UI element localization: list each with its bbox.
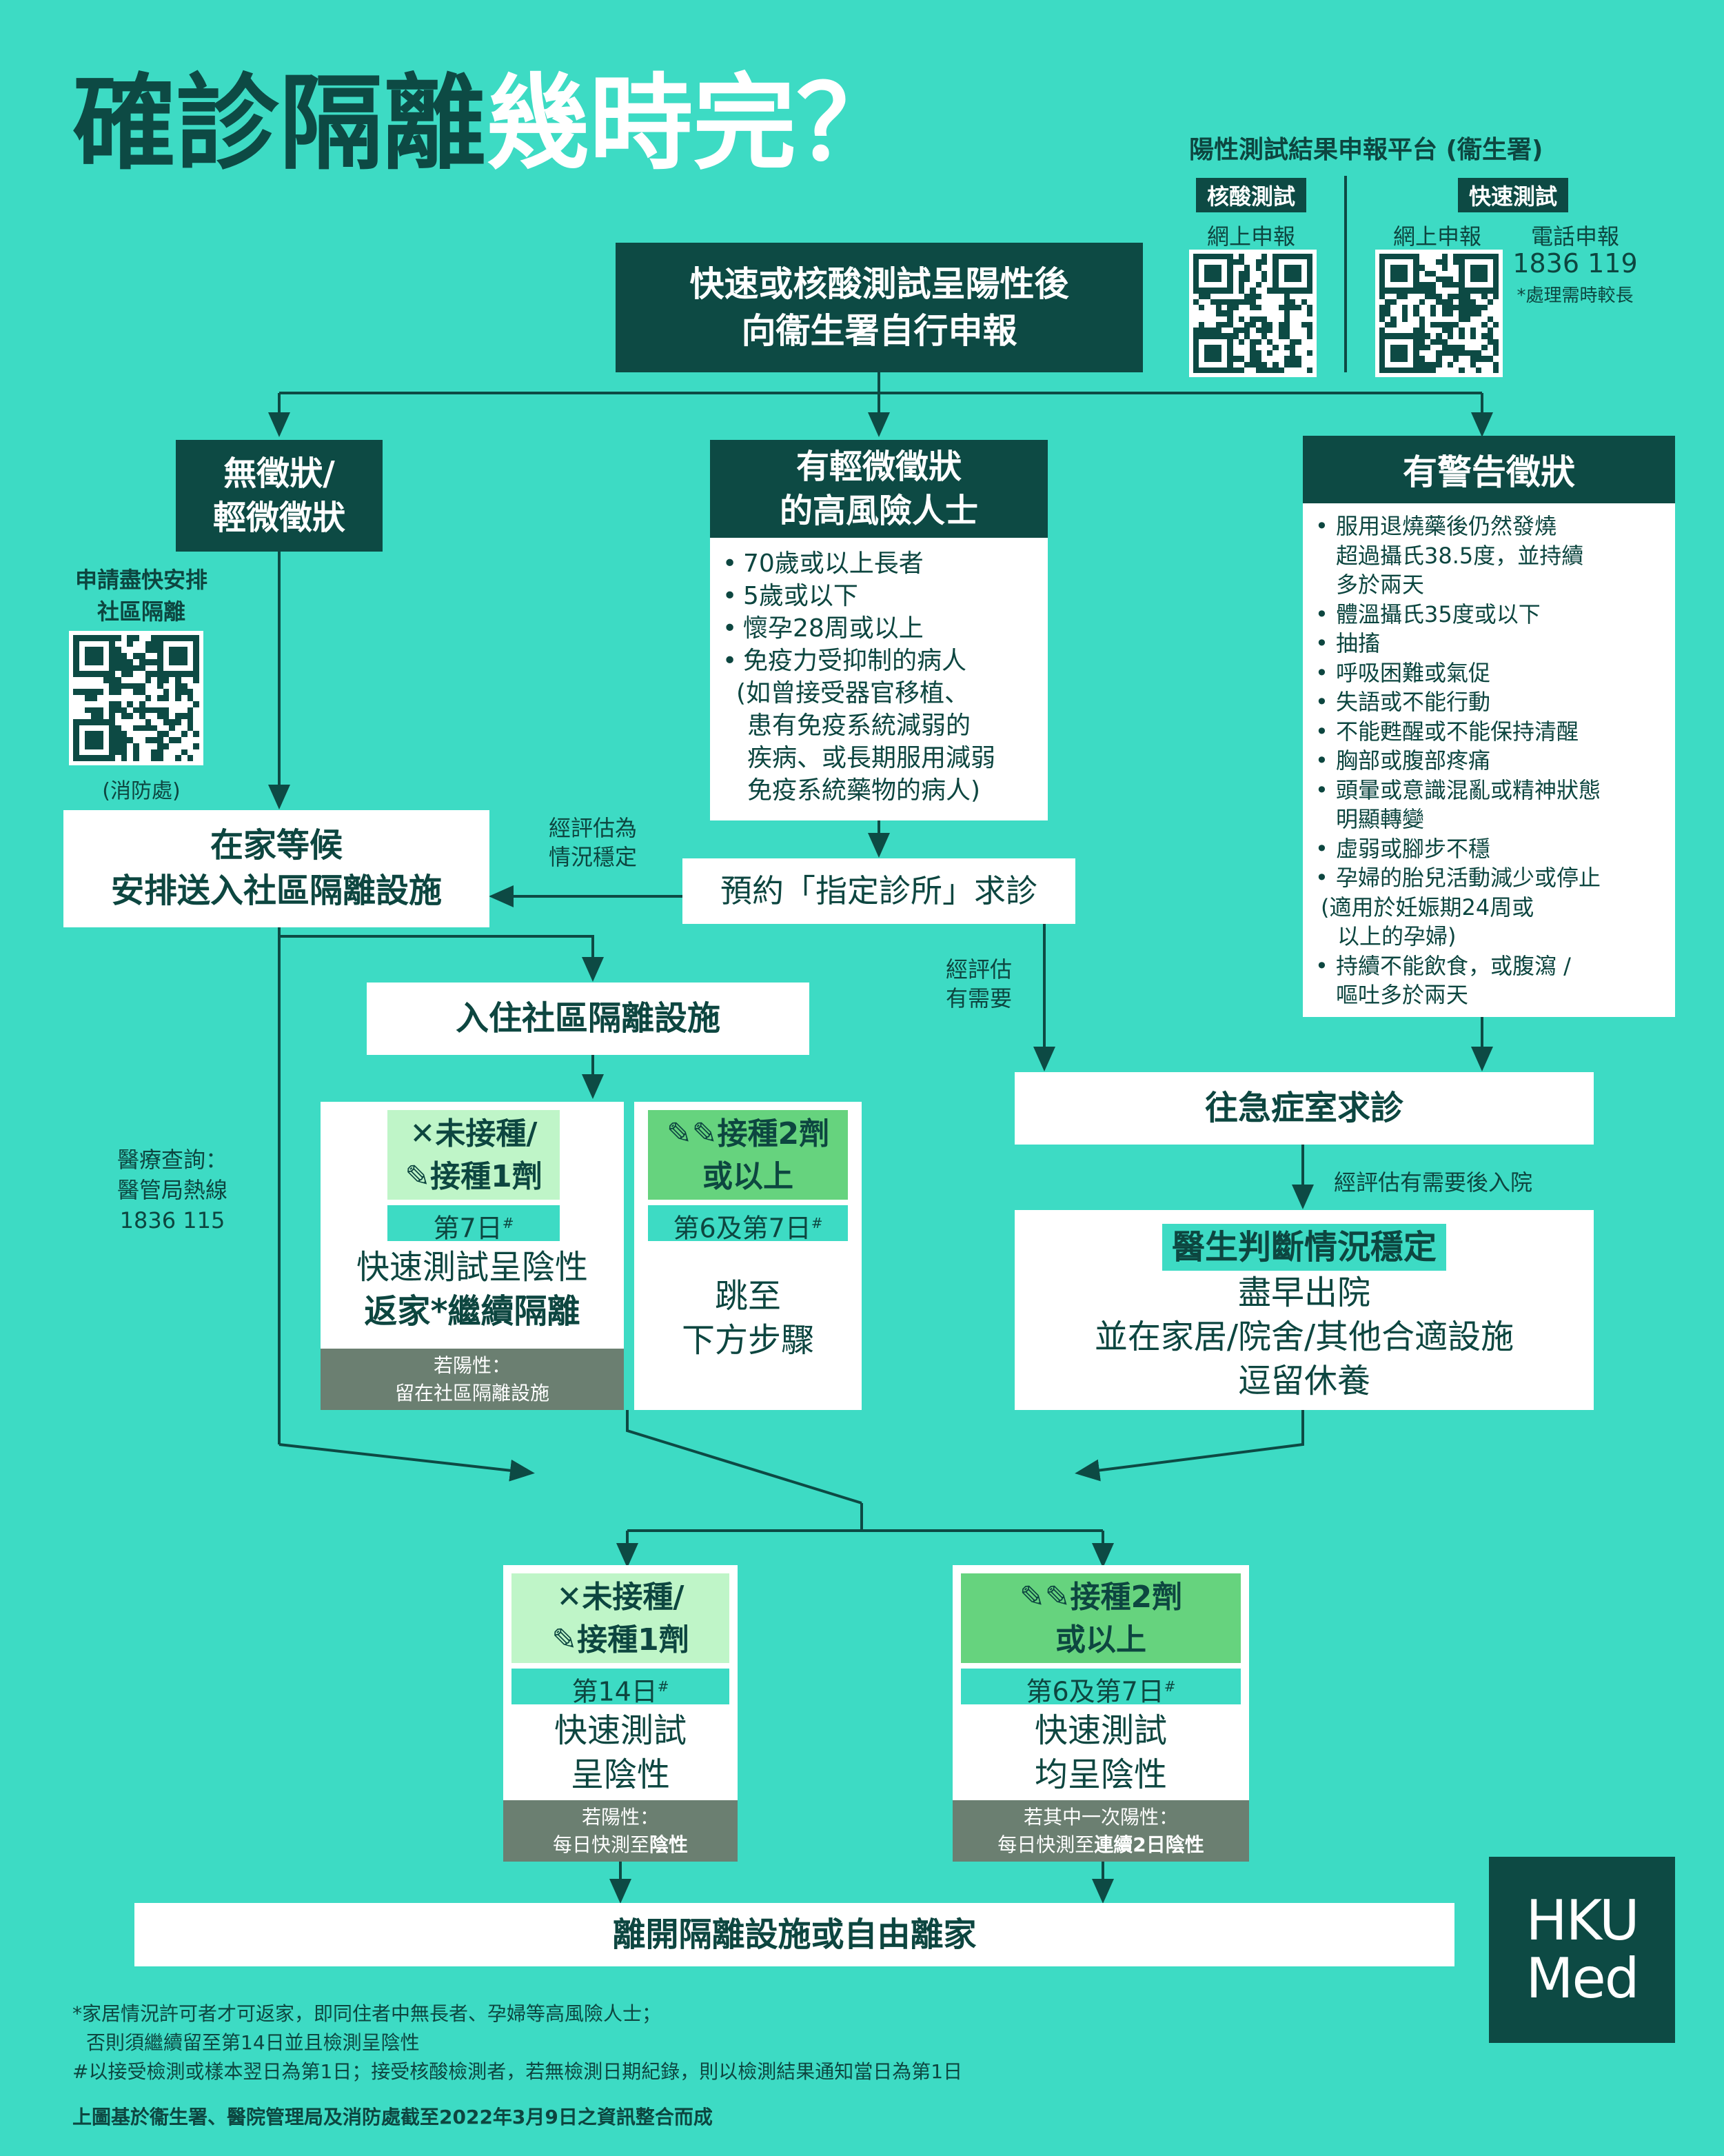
list-item: 持續不能飲食，或腹瀉 /嘔吐多於兩天 <box>1311 951 1667 1010</box>
list-item: 孕婦的胎兒活動減少或停止 <box>1311 863 1667 893</box>
syringe-icon: ✎ <box>551 1622 578 1658</box>
high-risk-line2: 的高風險人士 <box>779 492 978 530</box>
list-item: 體溫攝氏35度或以下 <box>1311 600 1667 629</box>
high-risk-header: 有輕微徵狀 的高風險人士 <box>710 440 1048 538</box>
fsd-qr-icon[interactable] <box>69 631 203 765</box>
list-item: 不能甦醒或不能保持清醒 <box>1311 717 1667 747</box>
cif-unvax-card: ✕未接種/ ✎接種1劑 第7日# 快速測試呈陰性 返家*繼續隔離 若陽性： 留在… <box>321 1102 624 1410</box>
final-unvax-result: 快速測試 呈陰性 <box>554 1711 687 1794</box>
no-symptom-line1: 無徵狀/ <box>223 454 335 493</box>
pcr-qr-icon[interactable] <box>1189 250 1317 377</box>
subnote-line: 免疫系統藥物的病人) <box>747 776 981 805</box>
hkumed-logo: HKU Med <box>1489 1857 1675 2043</box>
high-risk-list: 70歲或以上長者 5歲或以下 懷孕28周或以上 免疫力受抑制的病人 <box>718 547 1040 677</box>
rat-phone-label: 電話申報 <box>1530 223 1619 250</box>
divider <box>1344 176 1347 372</box>
final-vax-header: ✎✎接種2劑 或以上 <box>961 1573 1241 1663</box>
no-symptom-box: 無徵狀/ 輕微徵狀 <box>176 440 383 552</box>
admit-note: 經評估有需要後入院 <box>1334 1169 1533 1196</box>
cif-vax-card: ✎✎接種2劑 或以上 第6及第7日# 跳至 下方步驟 <box>634 1102 862 1410</box>
final-vax-day: 第6及第7日# <box>961 1669 1241 1707</box>
ae-box: 往急症室求診 <box>1015 1072 1594 1145</box>
footnote-source: 上圖基於衞生署、醫院管理局及消防處截至2022年3月9日之資訊整合而成 <box>72 2106 713 2128</box>
report-line2: 向衞生署自行申報 <box>741 311 1017 351</box>
cif-unvax-day: 第7日# <box>387 1205 560 1244</box>
list-item: 虛弱或腳步不穩 <box>1311 834 1667 864</box>
subnote-line: 患有免疫系統減弱的 <box>747 712 971 740</box>
list-item: 5歲或以下 <box>718 580 1040 612</box>
footnote-star-cont: 否則須繼續留至第14日並且檢測呈陰性 <box>86 2031 420 2054</box>
cif-unvax-result: 快速測試呈陰性 返家*繼續隔離 <box>356 1248 588 1331</box>
list-item: 呼吸困難或氣促 <box>1311 658 1667 688</box>
pregnancy-note: (適用於妊娠期24周或 以上的孕婦) <box>1321 894 1534 950</box>
rat-online-label: 網上申報 <box>1392 223 1481 250</box>
page-title: 確診隔離幾時完？ <box>72 66 900 183</box>
medical-enquiry: 醫療查詢： 醫管局熱線 1836 115 <box>116 1147 227 1233</box>
cross-icon: ✕ <box>556 1580 582 1615</box>
final-vax-result: 快速測試 均呈陰性 <box>1034 1711 1167 1794</box>
footnote-star: *家居情況許可者才可返家，即同住者中無長者、孕婦等高風險人士； <box>72 2002 662 2025</box>
pcr-label: 核酸測試 <box>1196 178 1306 212</box>
warning-list-end: 持續不能飲食，或腹瀉 /嘔吐多於兩天 <box>1311 951 1667 1010</box>
hospital-box: 醫生判斷情況穩定 盡早出院 並在家居/院舍/其他合適設施 逗留休養 <box>1015 1210 1594 1410</box>
cif-vax-day: 第6及第7日# <box>648 1205 848 1244</box>
clinic-box: 預約「指定診所」求診 <box>682 858 1075 924</box>
high-risk-subnote: (如曾接受器官移植、 患有免疫系統減弱的 疾病、或長期服用減弱 免疫系統藥物的病… <box>718 677 1040 807</box>
final-vax-card: ✎✎接種2劑 或以上 第6及第7日# 快速測試 均呈陰性 若其中一次陽性： 每日… <box>953 1565 1249 1862</box>
apply-isolation-text: 申請盡快安排 社區隔離 <box>74 567 207 625</box>
rat-label: 快速測試 <box>1458 178 1568 212</box>
list-item: 懷孕28周或以上 <box>718 612 1040 645</box>
warning-header: 有警告徵狀 <box>1303 436 1675 503</box>
title-light: 幾時完？ <box>486 64 900 184</box>
phone-note: *處理需時較長 <box>1517 285 1634 306</box>
cif-vax-header: ✎✎接種2劑 或以上 <box>648 1110 848 1200</box>
title-dark: 確診隔離 <box>72 64 487 184</box>
list-item: 胸部或腹部疼痛 <box>1311 746 1667 776</box>
syringe-icon: ✎✎ <box>1019 1580 1071 1615</box>
leave-box: 離開隔離設施或自由離家 <box>134 1903 1454 1966</box>
phone-number: 1836 119 <box>1512 248 1638 279</box>
report-line1: 快速或核酸測試呈陽性後 <box>689 264 1069 304</box>
rat-qr-icon[interactable] <box>1375 250 1503 377</box>
fsd-label: (消防處) <box>102 779 181 803</box>
cross-icon: ✕ <box>409 1116 436 1151</box>
pcr-online-label: 網上申報 <box>1206 223 1295 250</box>
enter-facility-box: 入住社區隔離設施 <box>367 983 809 1055</box>
no-symptom-line2: 輕微徵狀 <box>212 498 345 537</box>
cif-unvax-if-positive: 若陽性： 留在社區隔離設施 <box>321 1349 624 1410</box>
final-vax-if-positive: 若其中一次陽性： 每日快測至連續2日陰性 <box>953 1800 1249 1862</box>
subnote-line: (如曾接受器官移植、 <box>736 679 970 707</box>
stable-note: 經評估為 情況穩定 <box>548 815 637 870</box>
high-risk-line1: 有輕微徵狀 <box>795 447 962 486</box>
cif-vax-jump: 跳至 下方步驟 <box>681 1277 814 1360</box>
list-item: 免疫力受抑制的病人 <box>718 645 1040 677</box>
final-unvax-day: 第14日# <box>511 1669 729 1707</box>
final-unvax-if-positive: 若陽性： 每日快測至陰性 <box>503 1800 738 1862</box>
subnote-line: 疾病、或長期服用減弱 <box>747 744 996 772</box>
list-item: 70歲或以上長者 <box>718 547 1040 580</box>
report-step-box: 快速或核酸測試呈陽性後 向衞生署自行申報 <box>616 243 1143 372</box>
final-unvax-header: ✕未接種/ ✎接種1劑 <box>511 1573 729 1663</box>
final-unvax-card: ✕未接種/ ✎接種1劑 第14日# 快速測試 呈陰性 若陽性： 每日快測至陰性 <box>503 1565 738 1862</box>
syringe-icon: ✎✎ <box>666 1116 718 1151</box>
high-risk-list-box: 70歲或以上長者 5歲或以下 懷孕28周或以上 免疫力受抑制的病人 (如曾接受器… <box>710 538 1048 820</box>
platform-title: 陽性測試結果申報平台 (衞生署) <box>1189 136 1543 164</box>
need-note: 經評估 有需要 <box>945 956 1012 1011</box>
footnotes: *家居情況許可者才可返家，即同住者中無長者、孕婦等高風險人士； 否則須繼續留至第… <box>72 1999 1472 2132</box>
list-item: 抽搐 <box>1311 629 1667 658</box>
list-item: 失語或不能行動 <box>1311 687 1667 717</box>
footnote-hash: #以接受檢測或樣本翌日為第1日；接受核酸檢測者，若無檢測日期紀錄，則以檢測結果通… <box>72 2060 963 2083</box>
syringe-icon: ✎ <box>405 1159 431 1194</box>
cif-unvax-header: ✕未接種/ ✎接種1劑 <box>387 1110 560 1200</box>
wait-home-box: 在家等候 安排送入社區隔離設施 <box>63 810 489 927</box>
